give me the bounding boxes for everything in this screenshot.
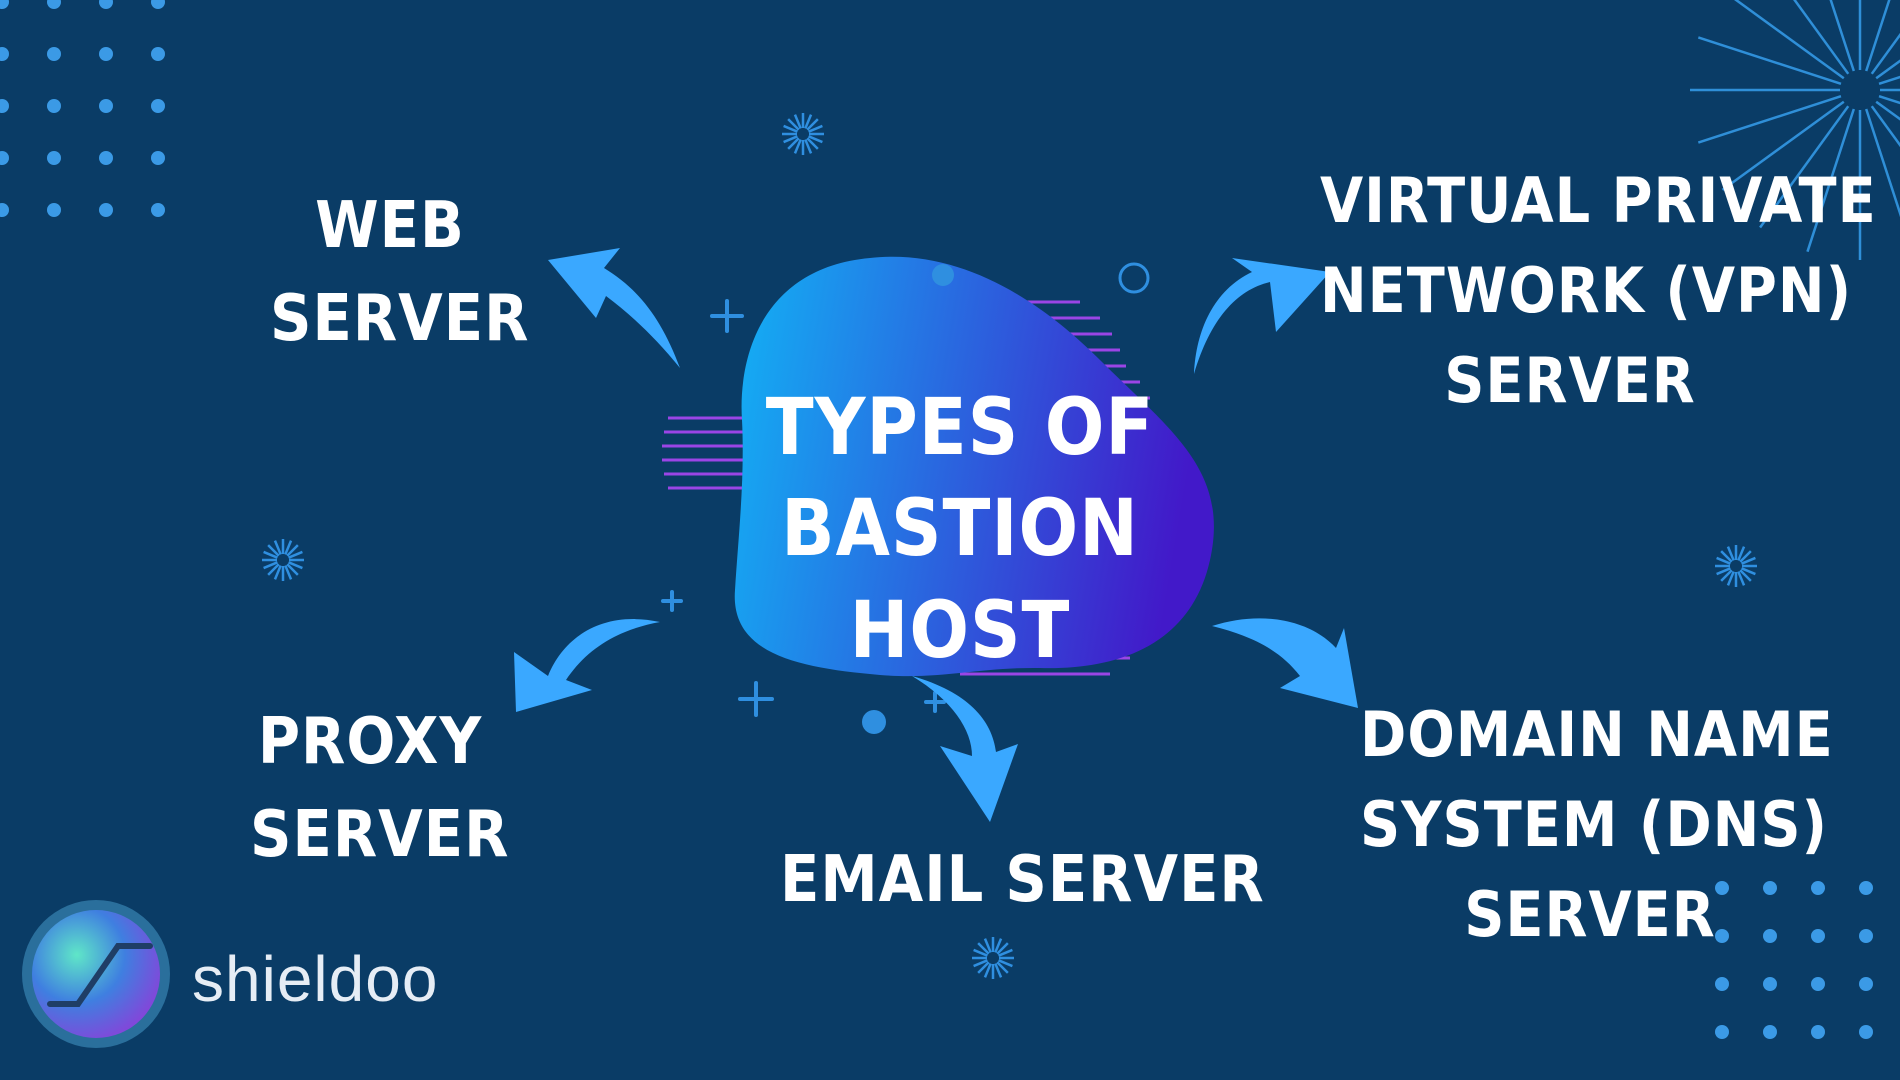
node-email-line-1: EMAIL SERVER bbox=[780, 843, 1265, 917]
dot bbox=[151, 151, 165, 165]
starburst-decoration bbox=[1690, 0, 1900, 260]
dot bbox=[99, 47, 113, 61]
arrow-to-dns bbox=[1212, 618, 1358, 708]
starburst-ray bbox=[1759, 105, 1850, 229]
shieldoo-logo-icon bbox=[22, 900, 170, 1048]
dot bbox=[1763, 881, 1777, 895]
dot bbox=[0, 151, 9, 165]
starburst-ray bbox=[1721, 100, 1845, 191]
dot bbox=[151, 47, 165, 61]
starburst-ray bbox=[1870, 32, 1900, 75]
starburst-ray bbox=[1864, 108, 1900, 218]
burst-icon bbox=[972, 937, 1014, 979]
dot-grid-top-left bbox=[0, 0, 165, 217]
dot bbox=[1715, 1025, 1729, 1039]
starburst-ray bbox=[1875, 59, 1900, 80]
dot bbox=[1859, 977, 1873, 991]
node-email: EMAIL SERVER bbox=[780, 843, 1265, 917]
dot bbox=[1715, 881, 1729, 895]
starburst-ray bbox=[1829, 0, 1856, 72]
burst-icons bbox=[262, 113, 1757, 979]
center-title-line-1: TYPES OF bbox=[765, 383, 1155, 473]
dot bbox=[1763, 977, 1777, 991]
center-title-line-2: BASTION HOST bbox=[781, 484, 1139, 676]
dot bbox=[0, 47, 9, 61]
central-blob bbox=[734, 256, 1214, 677]
dot bbox=[99, 0, 113, 9]
dot bbox=[1859, 1025, 1873, 1039]
dot bbox=[1811, 977, 1825, 991]
dot bbox=[47, 47, 61, 61]
node-dns-line-1: DOMAIN NAME bbox=[1360, 698, 1834, 771]
dot bbox=[1763, 929, 1777, 943]
burst-icon bbox=[262, 539, 304, 581]
dot bbox=[1811, 929, 1825, 943]
starburst-ray bbox=[1875, 100, 1900, 121]
dot bbox=[862, 710, 886, 734]
node-web-line-2: SERVER bbox=[270, 281, 530, 356]
node-proxy: PROXY SERVER bbox=[250, 696, 510, 882]
dot bbox=[1859, 929, 1873, 943]
starburst-ray bbox=[1870, 105, 1900, 148]
starburst-ray bbox=[1697, 36, 1842, 86]
ring-dot bbox=[1118, 262, 1150, 294]
dot bbox=[47, 99, 61, 113]
starburst-ray bbox=[1733, 0, 1845, 80]
node-vpn-line-3: SERVER bbox=[1444, 343, 1696, 417]
dot bbox=[99, 151, 113, 165]
dot bbox=[0, 99, 9, 113]
plus-icons bbox=[661, 299, 946, 717]
node-web-line-1: WEB bbox=[315, 189, 465, 263]
starburst-ray bbox=[1864, 0, 1891, 72]
dot bbox=[1763, 1025, 1777, 1039]
dot bbox=[151, 0, 165, 9]
dot bbox=[151, 203, 165, 217]
dot bbox=[1811, 881, 1825, 895]
dot bbox=[99, 203, 113, 217]
dot bbox=[0, 0, 9, 9]
node-vpn-line-2: NETWORK (VPN) bbox=[1320, 253, 1853, 327]
dot bbox=[47, 151, 61, 165]
dot bbox=[1859, 881, 1873, 895]
node-vpn: VIRTUAL PRIVATE NETWORK (VPN) SERVER bbox=[1320, 156, 1877, 426]
node-dns: DOMAIN NAME SYSTEM (DNS) SERVER bbox=[1360, 690, 1834, 960]
node-dns-line-3: SERVER bbox=[1464, 877, 1716, 951]
dot bbox=[151, 99, 165, 113]
arrow-to-proxy bbox=[514, 619, 660, 712]
node-proxy-line-2: SERVER bbox=[250, 797, 510, 872]
burst-icon bbox=[1715, 545, 1757, 587]
starburst-ray bbox=[1697, 94, 1842, 144]
brand-name: shieldoo bbox=[192, 943, 439, 1015]
dot-grid-bottom-right bbox=[1715, 881, 1873, 1039]
dot bbox=[1811, 1025, 1825, 1039]
node-dns-line-2: SYSTEM (DNS) bbox=[1360, 787, 1828, 861]
arrow-to-vpn bbox=[1194, 258, 1330, 374]
starburst-ray bbox=[1793, 0, 1850, 75]
arrow-to-email bbox=[912, 676, 1018, 822]
center-title: TYPES OF BASTION HOST bbox=[690, 378, 1230, 682]
node-vpn-line-1: VIRTUAL PRIVATE bbox=[1320, 164, 1877, 237]
node-proxy-line-1: PROXY bbox=[257, 705, 483, 779]
dot bbox=[47, 203, 61, 217]
starburst-ray bbox=[1806, 108, 1856, 253]
dot bbox=[99, 99, 113, 113]
dot bbox=[0, 203, 9, 217]
burst-icon bbox=[782, 113, 824, 155]
dot bbox=[47, 0, 61, 9]
dot bbox=[1715, 977, 1729, 991]
dot bbox=[1715, 929, 1729, 943]
arrow-to-web bbox=[548, 248, 680, 368]
dot bbox=[932, 264, 954, 286]
node-web: WEB SERVER bbox=[270, 180, 530, 366]
